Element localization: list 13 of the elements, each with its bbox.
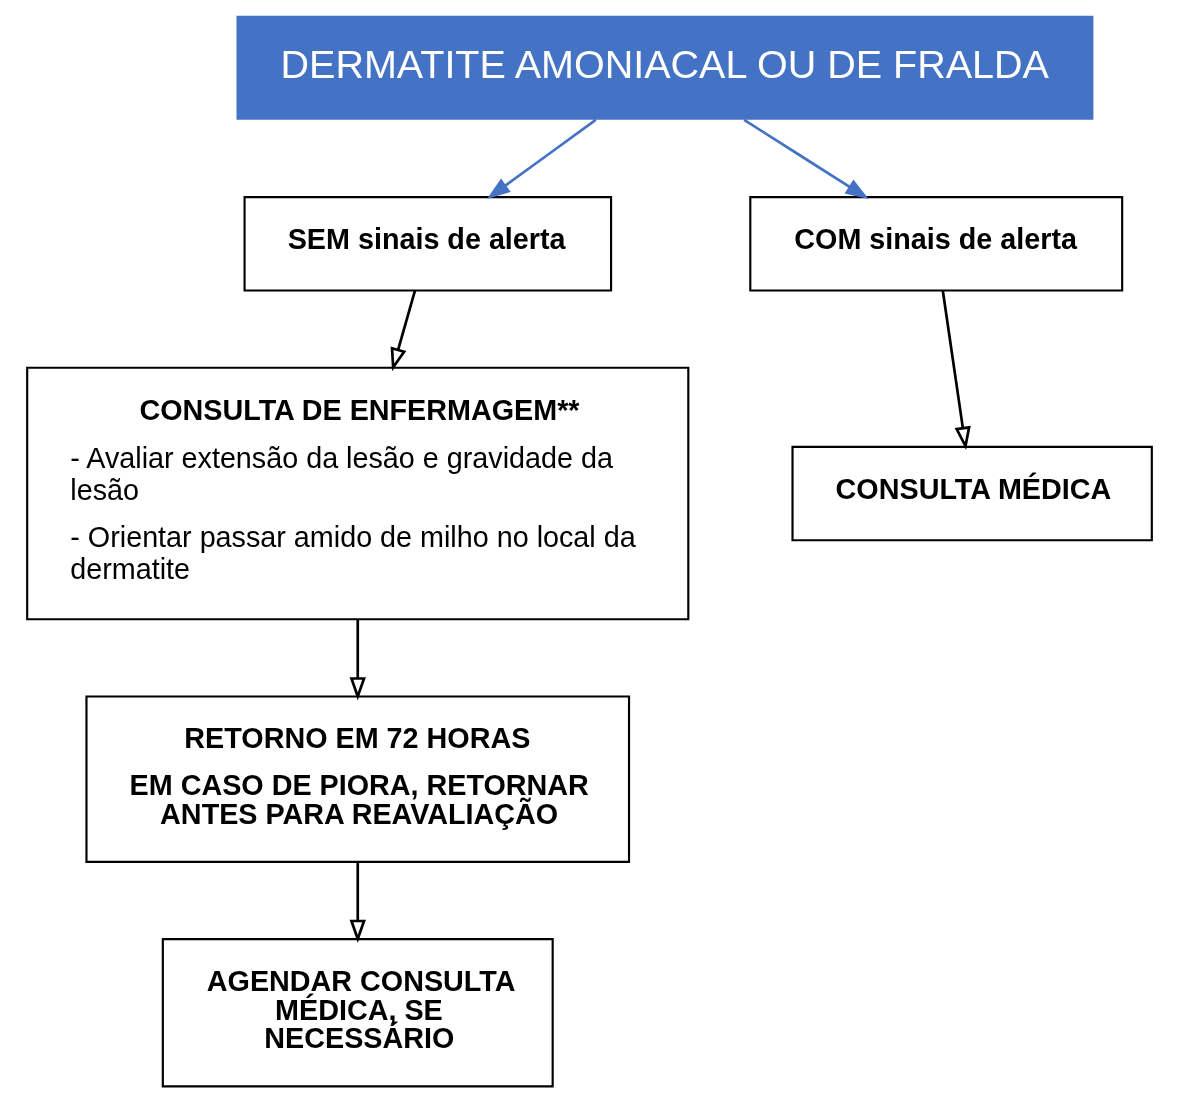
arrow [486,118,597,199]
node-box: RETORNO EM 72 HORAS EM CASO DE PIORA, RETORNAR ANTES PARA REAVALIAÇÃO [84,695,630,863]
node-box: CONSULTA MÉDICA [790,445,1153,542]
node-box: COM sinais de alerta [748,196,1123,292]
node-box: SEM sinais de alerta [243,196,612,292]
arrow [742,118,869,200]
node-box: DERMATITE AMONIACAL OU DE FRALDA [236,15,1093,120]
arrow [349,619,366,701]
node-box: AGENDAR CONSULTA MÉDICA, SE NECESSÁRIO [161,937,554,1088]
arrow [390,290,416,372]
node-box: CONSULTA DE ENFERMAGEM** - Avaliar extensão da lesão e gravidade da lesão - Orientar passar amido de milho no local da dermatite [25,366,689,621]
arrow [349,862,366,944]
arrow [941,290,971,451]
